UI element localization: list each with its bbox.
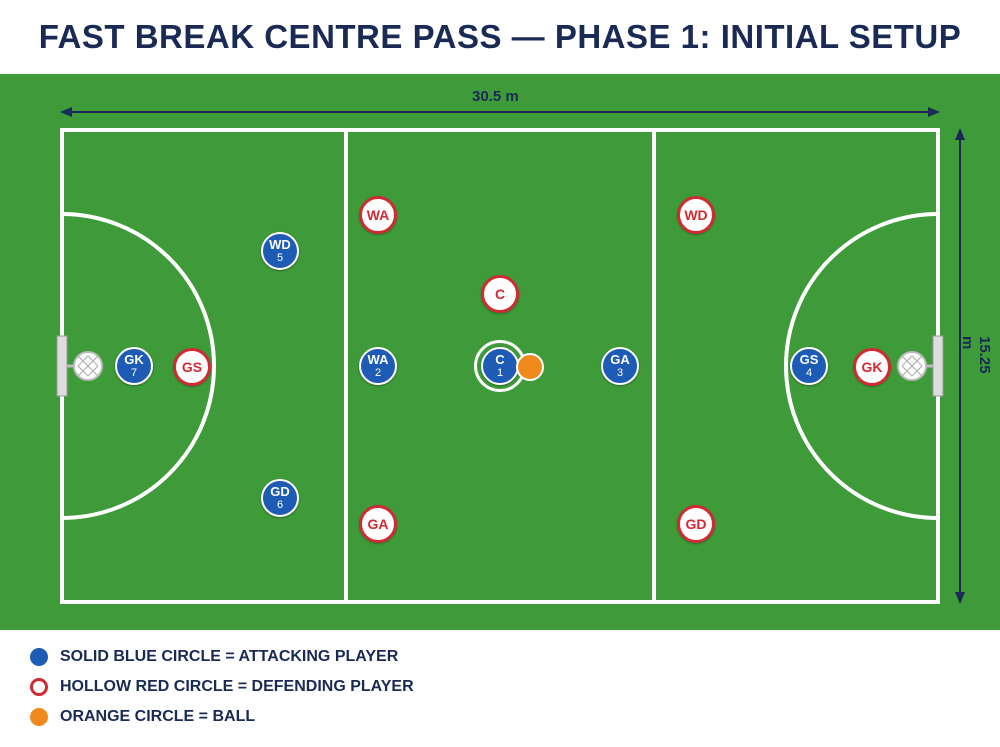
player-position: GA — [610, 352, 630, 367]
player-number: 2 — [374, 367, 382, 379]
defender-gk[interactable]: GK — [853, 348, 891, 386]
defender-ga[interactable]: GA — [359, 505, 397, 543]
player-number: 5 — [276, 252, 284, 264]
defender-wa[interactable]: WA — [359, 196, 397, 234]
netball-court: 30.5 m 15.25 m WD 5 GK 7 GD 6 WA 2 C 1 G… — [0, 74, 1000, 630]
legend: SOLID BLUE CIRCLE = ATTACKING PLAYER HOL… — [30, 642, 414, 732]
player-position: GK — [124, 352, 144, 367]
defender-gd[interactable]: GD — [677, 505, 715, 543]
legend-label: ORANGE CIRCLE = BALL — [60, 708, 256, 725]
attacker-ga[interactable]: GA 3 — [601, 347, 639, 385]
ball[interactable] — [516, 353, 544, 381]
player-position: GS — [799, 352, 819, 367]
legend-item-defender: HOLLOW RED CIRCLE = DEFENDING PLAYER — [30, 672, 414, 702]
legend-label: HOLLOW RED CIRCLE = DEFENDING PLAYER — [60, 678, 414, 695]
player-position: GD — [270, 484, 290, 499]
attacker-wd[interactable]: WD 5 — [261, 232, 299, 270]
player-number: 1 — [496, 367, 504, 379]
solid-blue-circle-icon — [30, 648, 48, 666]
legend-label: SOLID BLUE CIRCLE = ATTACKING PLAYER — [60, 648, 399, 665]
player-position: WD — [269, 237, 291, 252]
defender-c[interactable]: C — [481, 275, 519, 313]
attacker-wa[interactable]: WA 2 — [359, 347, 397, 385]
goal-post-left — [56, 335, 68, 397]
orange-circle-icon — [30, 708, 48, 726]
court-lines — [56, 107, 965, 604]
shooting-circle-left — [61, 212, 216, 520]
shooting-circle-right — [784, 212, 939, 520]
player-number: 4 — [805, 367, 813, 379]
player-number: 3 — [616, 367, 624, 379]
page-title: FAST BREAK CENTRE PASS — PHASE 1: INITIA… — [38, 18, 962, 55]
attacker-gs[interactable]: GS 4 — [790, 347, 828, 385]
length-dimension-arrow — [60, 107, 940, 117]
defender-gs[interactable]: GS — [173, 348, 211, 386]
player-position: WA — [367, 352, 389, 367]
width-dimension-arrow — [955, 128, 965, 604]
hollow-red-circle-icon — [30, 678, 48, 696]
attacker-gk[interactable]: GK 7 — [115, 347, 153, 385]
player-number: 6 — [276, 499, 284, 511]
player-position: C — [495, 352, 505, 367]
attacker-gd[interactable]: GD 6 — [261, 479, 299, 517]
legend-item-attacker: SOLID BLUE CIRCLE = ATTACKING PLAYER — [30, 642, 414, 672]
length-label: 30.5 m — [472, 88, 519, 105]
legend-item-ball: ORANGE CIRCLE = BALL — [30, 702, 414, 732]
goal-post-right — [932, 335, 944, 397]
width-label: 15.25 m — [959, 336, 993, 374]
player-number: 7 — [130, 367, 138, 379]
attacker-c[interactable]: C 1 — [481, 347, 519, 385]
defender-wd[interactable]: WD — [677, 196, 715, 234]
